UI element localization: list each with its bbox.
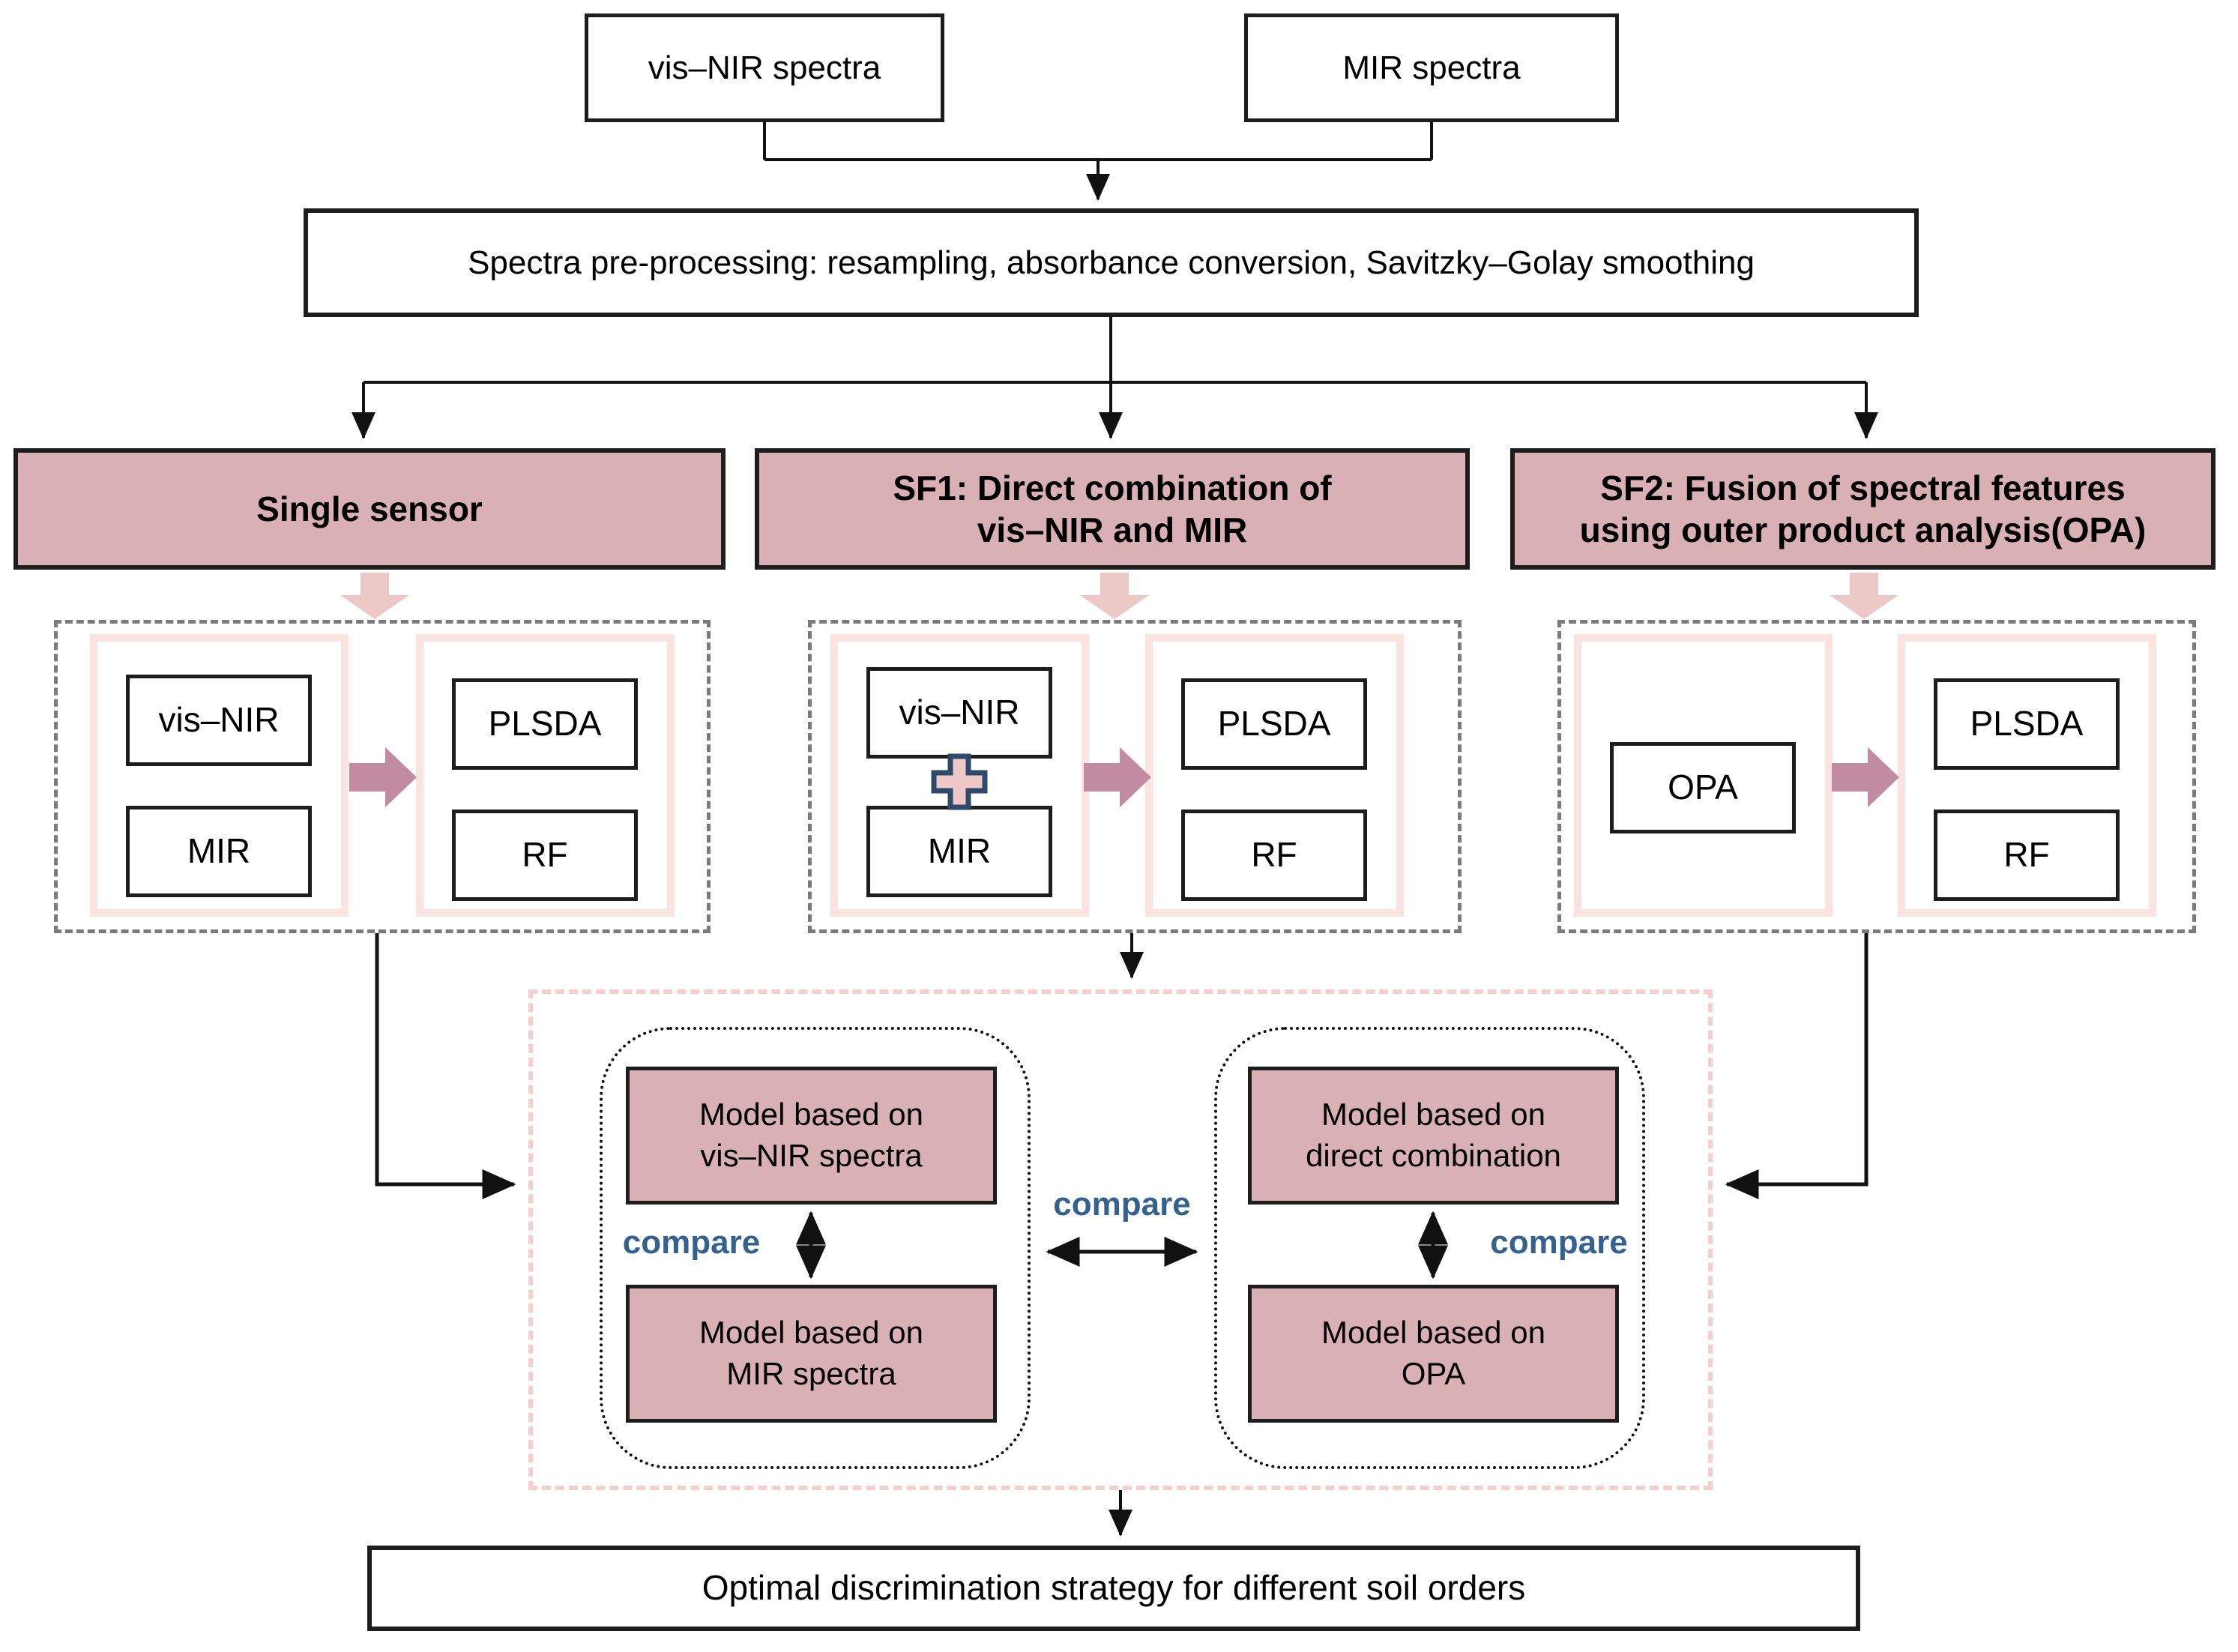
sf1-plsda-box: PLSDA	[1181, 678, 1367, 770]
sf1-mir-box: MIR	[866, 806, 1052, 897]
model-direct-line1: Model based on	[1321, 1097, 1545, 1133]
model-visnir-line2: vis–NIR spectra	[700, 1138, 923, 1173]
sf2-rf-label: RF	[2003, 835, 2050, 875]
sf2-plsda-box: PLSDA	[1934, 678, 2120, 770]
single-plsda-box: PLSDA	[452, 678, 638, 770]
sf1-dashed-container	[808, 620, 1462, 933]
sf2-opa-box: OPA	[1610, 742, 1796, 833]
comparison-group-fusion	[1214, 1027, 1645, 1469]
preprocessing-box: Spectra pre-processing: resampling, abso…	[304, 208, 1919, 317]
result-label: Optimal discrimination strategy for diff…	[702, 1568, 1526, 1608]
header-sf1: SF1: Direct combination of vis–NIR and M…	[755, 448, 1470, 570]
sf2-plsda-label: PLSDA	[1970, 704, 2084, 744]
comparison-container	[528, 989, 1713, 1490]
visnir-spectra-box: vis–NIR spectra	[585, 13, 944, 122]
header-single-sensor-label: Single sensor	[256, 489, 483, 528]
single-rf-box: RF	[452, 810, 638, 901]
header-single-sensor: Single sensor	[13, 448, 726, 570]
compare-label-center: compare	[1053, 1186, 1191, 1223]
single-visnir-box: vis–NIR	[126, 675, 312, 766]
visnir-spectra-label: vis–NIR spectra	[648, 49, 881, 86]
model-opa-box: Model based on OPA	[1248, 1285, 1619, 1423]
top-join-connector	[763, 122, 1433, 161]
single-block-down-arrow-icon	[340, 573, 409, 619]
model-mir-line1: Model based on	[699, 1315, 923, 1351]
sf1-rf-label: RF	[1251, 835, 1297, 875]
single-to-comparison-connector	[375, 933, 516, 1199]
sf2-block-down-arrow-icon	[1830, 573, 1898, 619]
mir-spectra-box: MIR spectra	[1244, 13, 1619, 122]
sf1-rf-box: RF	[1181, 810, 1367, 901]
single-sensor-dashed-container	[54, 620, 711, 933]
model-mir-box: Model based on MIR spectra	[626, 1285, 997, 1423]
preprocessing-label: Spectra pre-processing: resampling, abso…	[468, 244, 1755, 281]
result-box: Optimal discrimination strategy for diff…	[367, 1546, 1860, 1631]
header-sf2-line2: using outer product analysis(OPA)	[1579, 510, 2147, 549]
sf2-to-comparison-connector	[1725, 933, 1868, 1199]
model-opa-line1: Model based on	[1321, 1315, 1545, 1351]
single-visnir-label: vis–NIR	[158, 700, 280, 740]
mir-spectra-label: MIR spectra	[1342, 49, 1521, 86]
single-mir-box: MIR	[126, 806, 312, 897]
model-mir-line2: MIR spectra	[726, 1356, 896, 1391]
header-sf2-line1: SF2: Fusion of spectral features	[1600, 468, 2126, 507]
sf1-plsda-label: PLSDA	[1217, 704, 1331, 744]
sf1-block-down-arrow-icon	[1080, 573, 1149, 619]
comparison-group-single	[600, 1027, 1031, 1469]
compare-label-left: compare	[622, 1224, 761, 1261]
single-plsda-label: PLSDA	[488, 704, 602, 744]
branch-connector	[364, 317, 1866, 384]
single-mir-label: MIR	[187, 831, 251, 871]
sf1-visnir-box: vis–NIR	[866, 667, 1052, 759]
header-sf2: SF2: Fusion of spectral features using o…	[1510, 448, 2216, 570]
header-sf1-line2: vis–NIR and MIR	[977, 510, 1248, 549]
sf2-rf-box: RF	[1934, 810, 2120, 901]
sf1-mir-label: MIR	[927, 831, 992, 871]
model-visnir-box: Model based on vis–NIR spectra	[626, 1067, 997, 1205]
model-direct-line2: direct combination	[1306, 1138, 1561, 1173]
model-opa-line2: OPA	[1401, 1356, 1466, 1391]
sf2-dashed-container	[1557, 620, 2196, 933]
single-rf-label: RF	[522, 835, 568, 875]
model-direct-box: Model based on direct combination	[1248, 1067, 1619, 1205]
compare-label-right: compare	[1490, 1224, 1628, 1261]
sf1-visnir-label: vis–NIR	[899, 693, 1020, 732]
sf2-opa-label: OPA	[1668, 768, 1738, 807]
model-visnir-line1: Model based on	[699, 1097, 923, 1133]
header-sf1-line1: SF1: Direct combination of	[893, 468, 1332, 507]
